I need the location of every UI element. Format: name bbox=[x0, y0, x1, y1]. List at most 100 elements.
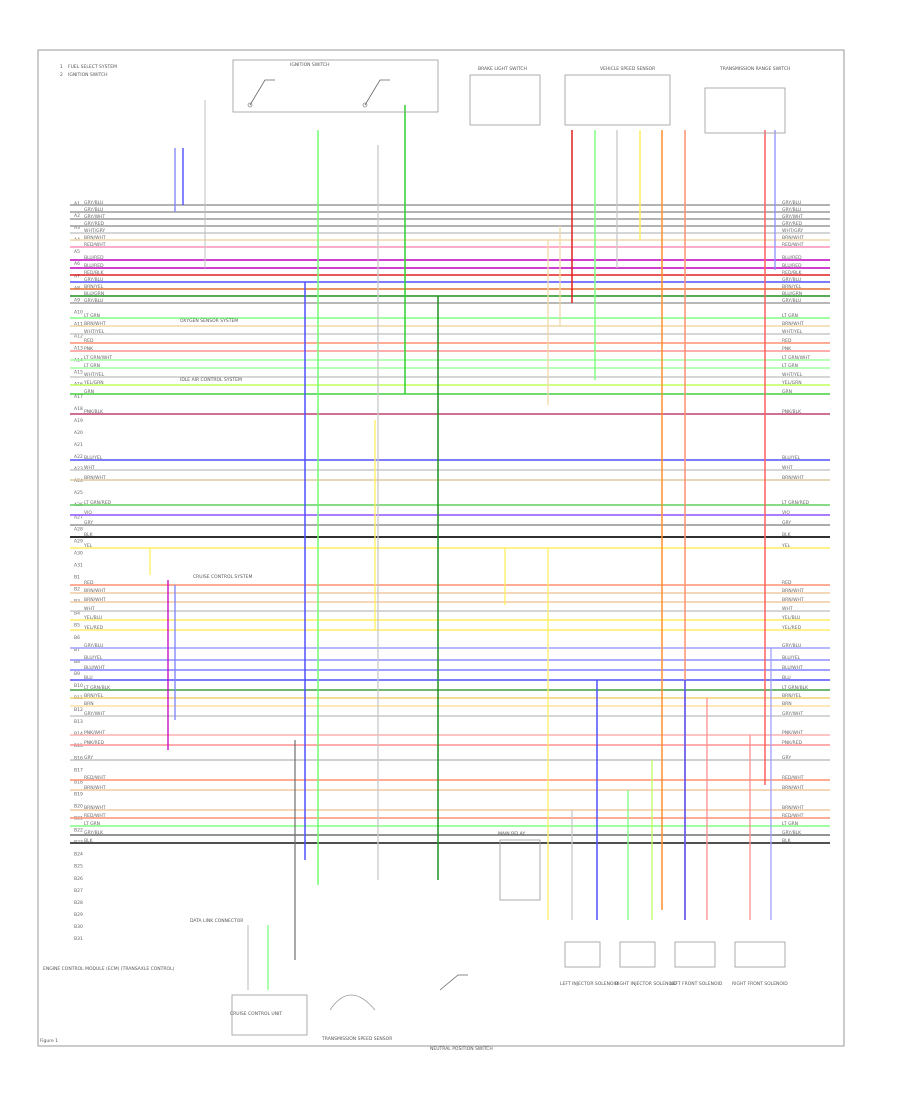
wire-label-left: WHT/YEL bbox=[84, 329, 105, 335]
wire-label-right: YEL/RED bbox=[781, 625, 802, 631]
wire-label-left: GRY bbox=[84, 520, 93, 526]
wire-label-right: GRY bbox=[782, 520, 791, 526]
wire-label-right: LT GRN/WHT bbox=[782, 355, 810, 361]
wire-label-left: BRN/YEL bbox=[84, 693, 104, 699]
wire-label-left: PNK bbox=[84, 346, 94, 352]
wire-label-left: GRY/RED bbox=[84, 221, 105, 227]
wire-label-left: LT GRN bbox=[84, 363, 100, 369]
wire-label-right: GRY/BLU bbox=[782, 298, 801, 304]
pin-label: A28 bbox=[74, 526, 83, 532]
wire-label-right: BLU bbox=[782, 675, 791, 681]
wire-label-right: RED/WHT bbox=[782, 775, 804, 781]
pin-label: B9 bbox=[74, 671, 80, 677]
wire-label-left: BLU/RED bbox=[84, 263, 104, 269]
ecm-label: ENGINE CONTROL MODULE (ECM) (TRANSAXLE C… bbox=[43, 966, 175, 972]
bottom-1-label: CRUISE CONTROL UNIT bbox=[230, 1011, 282, 1017]
pin-label: A19 bbox=[74, 418, 83, 424]
wire-label-right: BRN/WHT bbox=[782, 475, 804, 481]
wire-label-right: LT GRN bbox=[782, 363, 798, 369]
wire-label-right: GRY/BLU bbox=[782, 643, 801, 649]
pin-label: A3 bbox=[74, 225, 80, 231]
wire-label-left: RED bbox=[84, 580, 94, 586]
wire-label-left: LT GRN bbox=[84, 313, 100, 319]
pin-label: B24 bbox=[74, 852, 83, 858]
wire-label-right: BLK bbox=[782, 838, 792, 844]
pin-label: B27 bbox=[74, 888, 83, 894]
bottom-6-label: LEFT FRONT SOLENOID bbox=[670, 981, 723, 987]
wire-label-left: BLU/YEL bbox=[84, 455, 103, 461]
wire-label-right: BRN/WHT bbox=[782, 321, 804, 327]
wire-label-left: LT GRN/WHT bbox=[84, 355, 112, 361]
wire-label-left: GRY/WHT bbox=[84, 214, 105, 220]
wire-label-left: GRY/BLU bbox=[84, 200, 103, 206]
wire-label-left: BRN/WHT bbox=[84, 235, 106, 241]
wire-label-right: PNK/WHT bbox=[782, 730, 803, 736]
wire-label-left: BLU/RED bbox=[84, 255, 104, 261]
wire-label-right: BRN/WHT bbox=[782, 597, 804, 603]
pin-label: B8 bbox=[74, 659, 80, 665]
pin-label: B12 bbox=[74, 707, 83, 713]
pin-label: B14 bbox=[74, 731, 83, 737]
wire-label-left: GRY/BLU bbox=[84, 298, 103, 304]
wire-label-right: GRN bbox=[782, 389, 792, 395]
wire-label-left: RED bbox=[84, 338, 94, 344]
pin-label: A31 bbox=[74, 562, 83, 568]
pin-label: B28 bbox=[74, 900, 83, 906]
wire-label-right: RED bbox=[782, 338, 792, 344]
wire-label-right: BRN/WHT bbox=[782, 588, 804, 594]
pin-label: A30 bbox=[74, 550, 83, 556]
wire-label-right: LT GRN/RED bbox=[782, 500, 810, 506]
wire-label-right: BRN/WHT bbox=[782, 235, 804, 241]
wire-label-right: YEL bbox=[781, 543, 791, 549]
pin-label: A22 bbox=[74, 454, 83, 460]
wire-label-right: GRY bbox=[782, 755, 791, 761]
pin-label: B18 bbox=[74, 779, 83, 785]
wire-label-left: BRN/WHT bbox=[84, 805, 106, 811]
wire-label-left: GRY/WHT bbox=[84, 711, 105, 717]
wire-label-left: RED/BLK bbox=[84, 270, 105, 276]
pin-label: A23 bbox=[74, 466, 83, 472]
wire-label-left: BLK bbox=[84, 532, 94, 538]
vertical-wires bbox=[149, 100, 776, 990]
wire-label-right: GRY/WHT bbox=[782, 711, 803, 717]
legend-item-2-text: IGNITION SWITCH bbox=[68, 72, 108, 78]
pin-label: B25 bbox=[74, 864, 83, 870]
wire-label-left: WHT/GRY bbox=[84, 228, 105, 234]
wire-label-left: BRN/WHT bbox=[84, 785, 106, 791]
wire-label-right: YEL/BLU bbox=[781, 615, 800, 621]
pin-label: A6 bbox=[74, 261, 80, 267]
wire-label-left: PNK/BLK bbox=[84, 409, 104, 415]
wire-label-right: PNK/RED bbox=[782, 740, 803, 746]
pin-label: B15 bbox=[74, 743, 83, 749]
wire-label-right: WHT/YEL bbox=[782, 372, 803, 378]
bottom-4-label: LEFT INJECTOR SOLENOID bbox=[560, 981, 619, 987]
ignition-switch-label: IGNITION SWITCH bbox=[290, 62, 330, 68]
pin-label: B5 bbox=[74, 623, 80, 629]
wire-label-right: BRN bbox=[782, 701, 792, 707]
pin-label: A12 bbox=[74, 334, 83, 340]
wire-label-left: GRY/BLK bbox=[84, 830, 104, 836]
wire-label-right: BLU/YEL bbox=[782, 655, 801, 661]
wire-label-right: BRN/YEL bbox=[782, 284, 802, 290]
wire-label-left: GRY/BLU bbox=[84, 643, 103, 649]
pin-label: A9 bbox=[74, 297, 80, 303]
ecm-pin-labels: A1A2A3A4A5A6A7A8A9A10A11A12A13A14A15A16A… bbox=[74, 201, 83, 942]
legend: 1 FUEL SELECT SYSTEM 2 IGNITION SWITCH bbox=[60, 64, 117, 78]
pin-label: B22 bbox=[74, 828, 83, 834]
wire-label-right: BLK bbox=[782, 532, 792, 538]
wire-label-right: LT GRN/BLK bbox=[782, 685, 809, 691]
bottom-components: CRUISE CONTROL UNIT TRANSMISSION SPEED S… bbox=[230, 941, 788, 1052]
wire-label-right: GRY/BLU bbox=[782, 277, 801, 283]
wire-label-left: WHT bbox=[84, 465, 95, 471]
wire-label-right: RED/WHT bbox=[782, 242, 804, 248]
wire-label-right: GRY/WHT bbox=[782, 214, 803, 220]
wire-label-left: PNK/WHT bbox=[84, 730, 105, 736]
pin-label: A29 bbox=[74, 538, 83, 544]
note-3: IDLE AIR CONTROL SYSTEM bbox=[180, 377, 242, 383]
wire-label-left: GRY bbox=[84, 755, 93, 761]
wire-label-right: BLU/RED bbox=[782, 255, 802, 261]
pin-label: B6 bbox=[74, 635, 80, 641]
wire-label-right: WHT/GRY bbox=[782, 228, 803, 234]
wire-label-left: BRN/WHT bbox=[84, 597, 106, 603]
